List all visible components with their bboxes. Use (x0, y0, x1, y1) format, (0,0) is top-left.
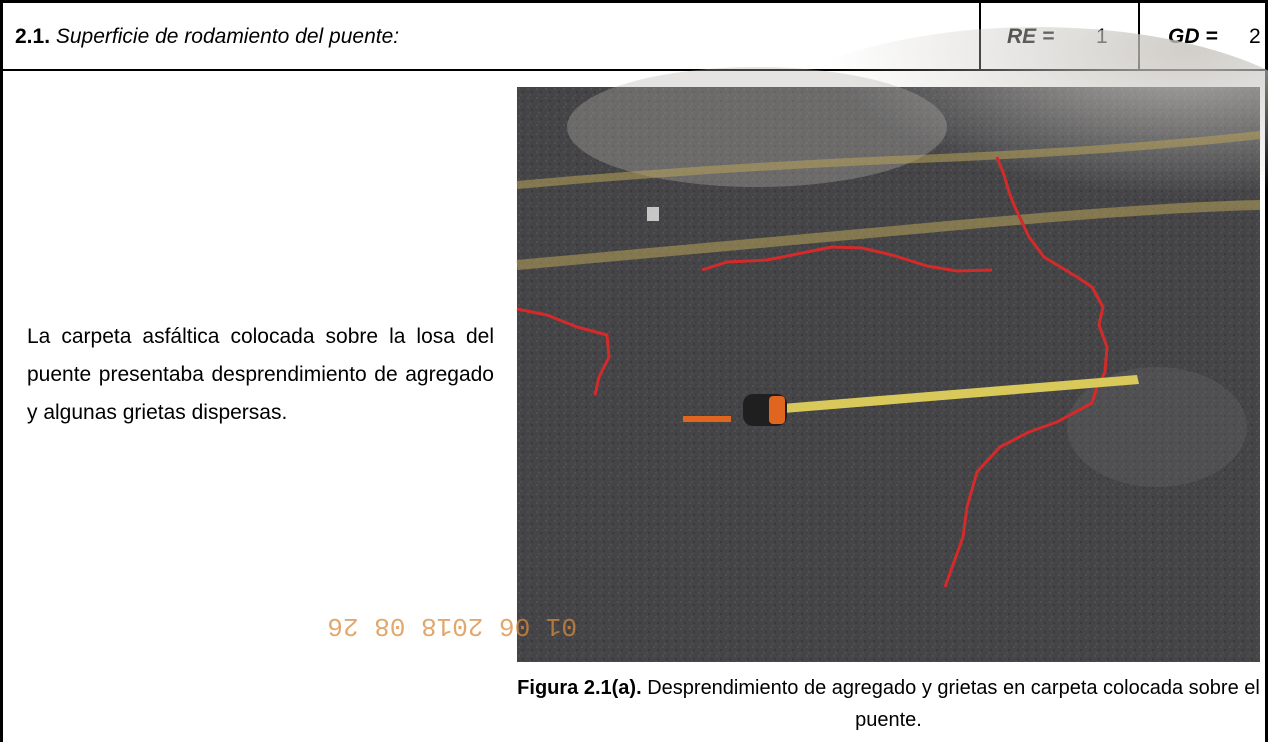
section-title: 2.1. Superficie de rodamiento del puente… (15, 3, 399, 71)
figure-label: Figura 2.1(a). (517, 677, 642, 699)
photo-timestamp: 01 06 2018 08 26 (327, 611, 577, 641)
section-name: Superficie de rodamiento del puente: (55, 25, 400, 48)
figure-caption: Figura 2.1(a). Desprendimiento de agrega… (517, 672, 1260, 736)
figure-caption-text: Desprendimiento de agregado y grietas en… (641, 677, 1260, 731)
bridge-surface-photo: 01 06 2018 08 26 (327, 27, 1268, 662)
description-text: La carpeta asfáltica colocada sobre la l… (27, 325, 494, 424)
section-number: 2.1. (15, 25, 51, 48)
gd-value: 2 (1249, 25, 1261, 48)
